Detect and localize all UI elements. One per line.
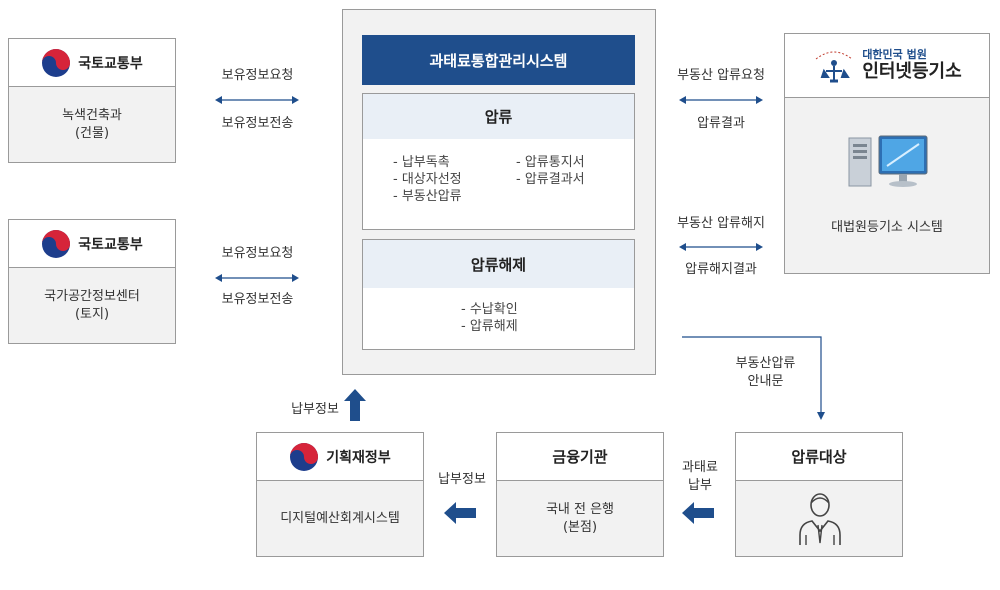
flow-request-label: 보유정보요청 xyxy=(221,68,294,83)
flow-fine-payment-label: 과태료 납부 xyxy=(682,460,718,493)
court-registry-box: 대한민국 법원 인터넷등기소 대법원등기소 시스템 xyxy=(784,33,990,274)
molit-land-label: 국가공간정보센터 (토지) xyxy=(44,288,140,322)
release-list: - 수납확인 - 압류해제 xyxy=(461,301,518,335)
arrow-left-icon xyxy=(444,502,476,524)
release-title: 압류해제 xyxy=(363,240,634,288)
molit-building-box: 국토교통부 녹색건축과 (건물) xyxy=(8,38,176,163)
arrow-up-icon xyxy=(344,389,366,421)
flow-send-label: 보유정보전송 xyxy=(221,116,294,131)
mof-logo-text: 기획재정부 xyxy=(326,449,391,466)
seizure-title: 압류 xyxy=(363,94,634,139)
court-logo-big-text: 인터넷등기소 xyxy=(862,61,962,82)
flow-seizure-result-label: 압류결과 xyxy=(697,116,745,131)
taegeuk-icon xyxy=(42,48,71,77)
flow-payment-info-up-label: 납부정보 xyxy=(291,402,339,417)
bank-box: 금융기관 국내 전 은행 (본점) xyxy=(496,432,664,557)
double-arrow-icon xyxy=(215,96,299,104)
court-logo-header: 대한민국 법원 인터넷등기소 xyxy=(785,34,989,98)
bank-title: 금융기관 xyxy=(497,433,663,481)
mof-box: 기획재정부 디지털예산회계시스템 xyxy=(256,432,424,557)
seizure-panel: 압류 - 납부독촉 - 대상자선정 - 부동산압류 - 압류통지서 - 압류결과… xyxy=(362,93,635,230)
list-item: - 납부독촉 xyxy=(393,155,450,170)
system-title: 과태료통합관리시스템 xyxy=(362,35,635,85)
double-arrow-icon xyxy=(679,96,763,104)
seizure-list-2: - 압류통지서 - 압류결과서 xyxy=(516,154,585,188)
release-panel: 압류해제 - 수납확인 - 압류해제 xyxy=(362,239,635,350)
list-item: - 부동산압류 xyxy=(393,189,462,204)
bank-label: 국내 전 은행 (본점) xyxy=(545,501,615,535)
computer-icon xyxy=(848,135,928,187)
court-emblem-icon xyxy=(816,51,853,82)
flow-payment-info-label: 납부정보 xyxy=(438,472,486,487)
mof-system-label: 디지털예산회계시스템 xyxy=(280,510,400,526)
flow-send-label: 보유정보전송 xyxy=(221,292,294,307)
taegeuk-icon xyxy=(42,229,71,258)
court-system-label: 대법원등기소 시스템 xyxy=(831,220,943,235)
mof-logo-header: 기획재정부 xyxy=(257,433,423,481)
list-item: - 수납확인 xyxy=(461,302,518,317)
double-arrow-icon xyxy=(215,274,299,282)
molit-logo-text: 국토교통부 xyxy=(78,55,143,72)
flow-release-result-label: 압류해지결과 xyxy=(685,262,757,277)
court-logo-small-text: 대한민국 법원 xyxy=(862,48,927,61)
connector-arrow-icon xyxy=(682,336,825,420)
arrow-left-icon xyxy=(682,502,714,524)
person-icon xyxy=(799,493,841,545)
molit-land-box: 국토교통부 국가공간정보센터 (토지) xyxy=(8,219,176,344)
list-item: - 압류통지서 xyxy=(516,155,585,170)
molit-logo-header: 국토교통부 xyxy=(9,220,175,268)
list-item: - 압류해제 xyxy=(461,319,518,334)
molit-logo-header: 국토교통부 xyxy=(9,39,175,87)
taegeuk-icon xyxy=(290,442,319,471)
flow-notice-label: 부동산압류 안내문 xyxy=(735,356,796,389)
list-item: - 대상자선정 xyxy=(393,172,462,187)
molit-logo-text: 국토교통부 xyxy=(78,236,143,253)
flow-release-request-label: 부동산 압류해지 xyxy=(677,216,765,231)
flow-request-label: 보유정보요청 xyxy=(221,246,294,261)
seizure-list-1: - 납부독촉 - 대상자선정 - 부동산압류 xyxy=(393,154,462,205)
flow-seizure-request-label: 부동산 압류요청 xyxy=(677,68,765,83)
seizure-target-box: 압류대상 xyxy=(735,432,903,557)
list-item: - 압류결과서 xyxy=(516,172,585,187)
molit-building-label: 녹색건축과 (건물) xyxy=(62,107,122,141)
double-arrow-icon xyxy=(679,243,763,251)
seizure-target-title: 압류대상 xyxy=(736,433,902,481)
